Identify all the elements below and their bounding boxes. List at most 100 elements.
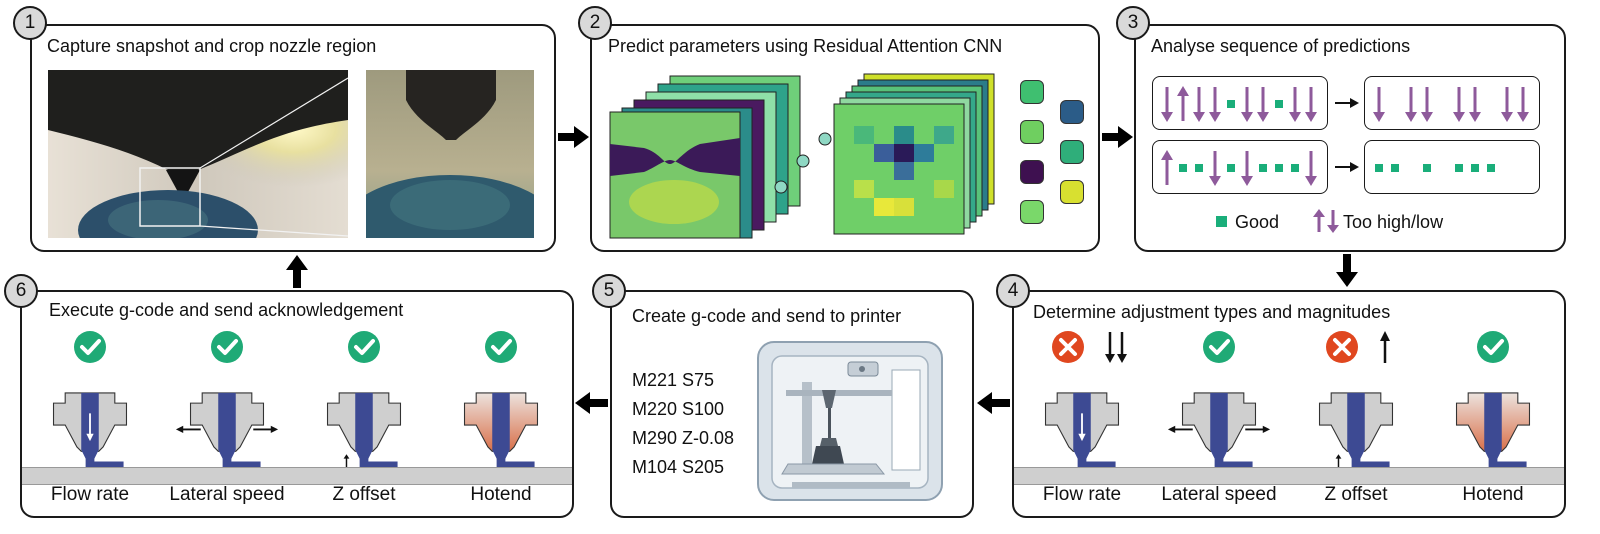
- flow-arrow-5-6: [575, 392, 608, 414]
- legend-good-label: Good: [1235, 212, 1280, 232]
- parameter-label: Hotend: [1462, 484, 1524, 505]
- good-mark: [1391, 164, 1399, 172]
- output-node: [1060, 180, 1084, 204]
- gcode-line: M221 S75: [632, 370, 715, 390]
- down-arrow-icon: [1241, 87, 1253, 122]
- sequence-output-1: [1364, 76, 1540, 130]
- flow-arrow-3-4: [1336, 254, 1358, 287]
- gcode-line: M290 Z-0.08: [632, 428, 735, 448]
- gcode-line: M220 S100: [632, 399, 725, 419]
- output-node: [1060, 140, 1084, 164]
- panel-title-analyse: Analyse sequence of predictions: [1151, 36, 1411, 56]
- good-mark: [1275, 164, 1283, 172]
- check-icon: [73, 330, 107, 364]
- flow-arrow-2-3: [1102, 126, 1133, 148]
- check-icon: [1476, 330, 1510, 364]
- build-plate: [1014, 467, 1564, 485]
- nozzle-camera-photo: [48, 70, 348, 238]
- parameter-label: Flow rate: [50, 484, 130, 505]
- nozzle-diagram: [36, 374, 144, 514]
- output-node: [1020, 80, 1044, 104]
- check-icon: [484, 330, 518, 364]
- output-node: [1020, 120, 1044, 144]
- check-icon: [347, 330, 381, 364]
- legend-bad-label: Too high/low: [1343, 212, 1444, 232]
- up-arrow-icon: [1161, 150, 1173, 185]
- down-arrow-icon: [1209, 87, 1221, 122]
- down-arrow-icon: [1257, 87, 1269, 122]
- panel-title-execute: Execute g-code and send acknowledgement: [49, 300, 404, 320]
- panel-title-predict: Predict parameters using Residual Attent…: [608, 36, 1003, 56]
- parameter-label: Z offset: [1324, 484, 1388, 505]
- down-arrow-icon: [1405, 87, 1417, 122]
- panel-title-gcode: Create g-code and send to printer: [632, 306, 902, 326]
- nozzle-diagram: [1439, 374, 1547, 514]
- good-mark: [1259, 164, 1267, 172]
- good-mark: [1291, 164, 1299, 172]
- output-node: [1020, 200, 1044, 224]
- parameter-label: Lateral speed: [169, 484, 285, 505]
- good-mark: [1487, 164, 1495, 172]
- good-mark: [1455, 164, 1463, 172]
- parameter-label: Lateral speed: [1161, 484, 1277, 505]
- up-arrow-icon: [1177, 86, 1189, 121]
- good-mark: [1423, 164, 1431, 172]
- step-badge-3: 3: [1116, 6, 1150, 40]
- nozzle-diagram: [310, 374, 418, 514]
- good-mark: [1471, 164, 1479, 172]
- good-mark: [1275, 100, 1283, 108]
- sequence-output-2: [1364, 140, 1540, 194]
- gcode-line: M104 S205: [632, 457, 725, 477]
- down-arrow-icon: [1209, 151, 1221, 186]
- panel-title-determine: Determine adjustment types and magnitude…: [1033, 302, 1391, 322]
- 3d-printer-icon: [757, 341, 943, 501]
- cropped-nozzle-photo: [366, 70, 534, 238]
- nozzle-diagram: [1302, 374, 1410, 514]
- down-arrow-icon: [1373, 87, 1385, 122]
- sequence-input-2: [1152, 140, 1328, 194]
- parameter-label: Flow rate: [1042, 484, 1122, 505]
- flow-arrow-4-5: [977, 392, 1010, 414]
- good-mark: [1179, 164, 1187, 172]
- nozzle-diagram: [447, 374, 555, 514]
- flow-arrow-1-2: [558, 126, 589, 148]
- nozzle-diagram: [1165, 374, 1273, 514]
- step-badge-5: 5: [592, 274, 626, 308]
- step-badge-2: 2: [578, 6, 612, 40]
- panel-analyse: [1134, 24, 1566, 252]
- x-icon: [1051, 330, 1085, 364]
- good-mark: [1195, 164, 1203, 172]
- step-badge-1: 1: [13, 6, 47, 40]
- x-icon: [1325, 330, 1359, 364]
- legend-up-down-icon: [1313, 209, 1339, 233]
- down-arrow-icon: [1289, 87, 1301, 122]
- parameter-label: Z offset: [332, 484, 396, 505]
- down-arrow-icon: [1305, 151, 1317, 186]
- good-mark: [1227, 164, 1235, 172]
- down-arrow-icon: [1517, 87, 1529, 122]
- step-badge-4: 4: [996, 274, 1030, 308]
- output-node: [1020, 160, 1044, 184]
- double-down-arrow-icon: [1104, 330, 1128, 364]
- down-arrow-icon: [1193, 87, 1205, 122]
- nozzle-diagram: [173, 374, 281, 514]
- down-arrow-icon: [1421, 87, 1433, 122]
- step-badge-6: 6: [4, 274, 38, 308]
- up-arrow-icon: [1378, 330, 1392, 364]
- check-icon: [210, 330, 244, 364]
- nozzle-diagram: [1028, 374, 1136, 514]
- down-arrow-icon: [1501, 87, 1513, 122]
- good-mark: [1227, 100, 1235, 108]
- sequence-input-1: [1152, 76, 1328, 130]
- good-mark: [1375, 164, 1383, 172]
- build-plate: [22, 467, 572, 485]
- check-icon: [1202, 330, 1236, 364]
- legend-good-swatch: [1216, 216, 1227, 227]
- down-arrow-icon: [1161, 87, 1173, 122]
- cnn-feature-maps: [609, 73, 995, 239]
- output-node: [1060, 100, 1084, 124]
- sequence-arrow: [1335, 98, 1359, 108]
- down-arrow-icon: [1453, 87, 1465, 122]
- down-arrow-icon: [1305, 87, 1317, 122]
- panel-title-capture: Capture snapshot and crop nozzle region: [47, 36, 377, 56]
